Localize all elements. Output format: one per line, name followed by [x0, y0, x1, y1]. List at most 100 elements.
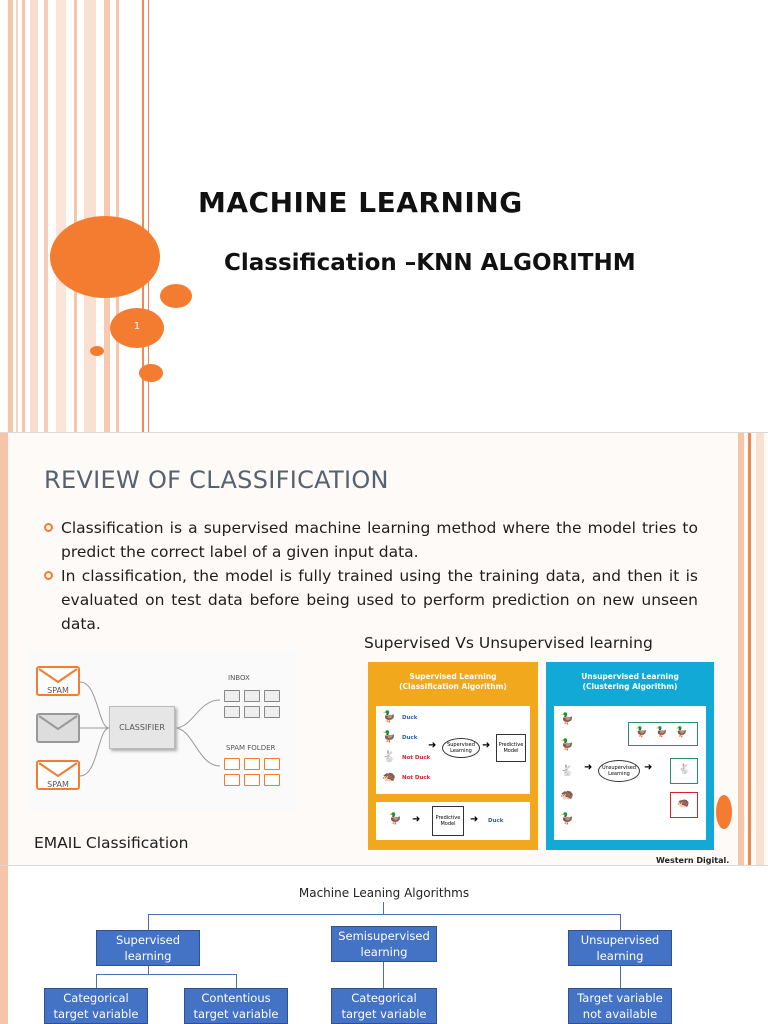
spam-mail-icon	[244, 758, 260, 770]
decor-stripe	[748, 433, 751, 865]
classifier-box: CLASSIFIER	[109, 706, 175, 749]
diagram-connectors	[79, 681, 221, 777]
label-tag: Not Duck	[402, 775, 431, 781]
supervised-training-box: 🦆 Duck 🦆 Duck 🐇 Not Duck 🦔 Not Duck ➜ Su…	[376, 706, 530, 794]
arrow-right-icon: ➜	[482, 740, 491, 751]
panel-title-line: (Classification Algorithm)	[399, 682, 507, 691]
decor-stripe	[16, 0, 18, 432]
tree-node-contentious: Contentious target variable	[184, 988, 288, 1024]
tree-connector	[148, 914, 149, 930]
tree-node-unsupervised: Unsupervised learning	[568, 930, 672, 966]
page-number-bubble: 1	[110, 308, 164, 348]
duck-icon: 🦆	[382, 730, 396, 743]
bullet-circle-icon	[44, 523, 53, 532]
duck-icon: 🦆	[655, 727, 668, 738]
panel-title-line: Supervised Learning	[409, 672, 497, 681]
supervised-caption: Supervised Vs Unsupervised learning	[364, 634, 653, 652]
panel-title-line: Unsupervised Learning	[581, 672, 679, 681]
panel-title-line: (Clustering Algorithm)	[582, 682, 678, 691]
rabbit-icon: 🐇	[560, 764, 574, 777]
hedgehog-icon: 🦔	[382, 770, 396, 783]
supervised-learning-oval: Supervised Learning	[442, 738, 480, 758]
cluster-rabbit-box: 🐇	[670, 758, 698, 784]
inbox-mail-icon	[264, 690, 280, 702]
decor-stripe	[756, 433, 764, 865]
duck-icon: 🦆	[560, 712, 574, 725]
decor-stripe	[738, 433, 744, 865]
decor-stripe	[142, 0, 144, 432]
decor-stripe	[148, 0, 149, 432]
spam-mail-icon	[264, 774, 280, 786]
decor-bubble	[160, 284, 192, 308]
tree-node-categorical: Categorical target variable	[44, 988, 148, 1024]
slide-title: MACHINE LEARNING	[198, 186, 523, 219]
spam-mail-icon	[244, 774, 260, 786]
unsupervised-panel: Unsupervised Learning (Clustering Algori…	[546, 662, 714, 850]
spam-mail-icon	[264, 758, 280, 770]
tree-title: Machine Leaning Algorithms	[298, 886, 470, 900]
inbox-label: INBOX	[228, 674, 250, 682]
inbox-mail-icon	[224, 690, 240, 702]
decor-stripe	[74, 0, 77, 432]
arrow-right-icon: ➜	[428, 740, 437, 751]
arrow-right-icon: ➜	[644, 762, 653, 773]
decor-stripe	[84, 0, 96, 432]
duck-icon: 🦆	[382, 710, 396, 723]
title-slide: 1 MACHINE LEARNING Classification –KNN A…	[0, 0, 768, 432]
inbox-mail-icon	[244, 690, 260, 702]
duck-icon: 🦆	[635, 727, 648, 738]
decor-bubble	[50, 216, 160, 298]
tree-connector	[620, 914, 621, 930]
slide-subtitle: Classification –KNN ALGORITHM	[224, 250, 636, 276]
hedgehog-icon: 🦔	[560, 788, 574, 801]
duck-icon: 🦆	[560, 738, 574, 751]
email-caption: EMAIL Classification	[34, 834, 189, 852]
page-number: 1	[133, 321, 141, 332]
rabbit-icon: 🐇	[382, 750, 396, 763]
tree-connector	[383, 962, 384, 988]
label-tag: Not Duck	[402, 755, 431, 761]
bullet-list: Classification is a supervised machine l…	[44, 516, 698, 636]
inbox-mail-icon	[244, 706, 260, 718]
spam-envelope-icon	[36, 666, 80, 696]
tree-node-not-available: Target variable not available	[568, 988, 672, 1024]
label-tag: Duck	[402, 735, 418, 741]
bullet-item: In classification, the model is fully tr…	[44, 564, 698, 636]
bullet-text: In classification, the model is fully tr…	[61, 567, 698, 633]
decor-stripe	[44, 0, 48, 432]
decor-bubble	[139, 364, 163, 382]
duck-icon: 🦆	[560, 812, 574, 825]
email-classification-diagram: SPAM SPAM CLASSIFIER INBOX SPAM FOLDER	[28, 650, 296, 810]
arrow-right-icon: ➜	[412, 814, 421, 825]
supervised-panel: Supervised Learning (Classification Algo…	[368, 662, 538, 850]
duck-icon: 🦆	[675, 727, 688, 738]
decor-stripe	[56, 0, 66, 432]
section-title: REVIEW OF CLASSIFICATION	[44, 466, 389, 494]
cluster-ducks-box: 🦆 🦆 🦆	[628, 722, 698, 746]
cluster-hedgehog-box: 🦔	[670, 792, 698, 818]
predictive-model-box: Predictive Model	[496, 734, 526, 762]
duck-icon: 🦆	[388, 812, 402, 825]
decor-stripe	[8, 0, 13, 432]
tree-connector	[148, 966, 149, 974]
decor-bubble	[716, 795, 732, 829]
supervised-prediction-box: 🦆 ➜ Predictive Model ➜ Duck	[376, 802, 530, 840]
inbox-mail-icon	[224, 706, 240, 718]
email-envelope-icon	[36, 713, 80, 743]
tree-connector	[620, 966, 621, 988]
unsupervised-learning-oval: Unsupervised Learning	[598, 760, 640, 782]
supervised-panel-title: Supervised Learning (Classification Algo…	[368, 672, 538, 692]
arrow-right-icon: ➜	[470, 814, 479, 825]
rabbit-icon: 🐇	[678, 764, 691, 775]
spam-label: SPAM	[47, 686, 69, 695]
spam-folder-label: SPAM FOLDER	[226, 744, 276, 752]
decor-stripe	[22, 0, 25, 432]
decor-stripe	[116, 0, 119, 432]
label-tag: Duck	[402, 715, 418, 721]
unsupervised-panel-title: Unsupervised Learning (Clustering Algori…	[546, 672, 714, 692]
result-tag: Duck	[488, 818, 504, 824]
decor-stripe	[30, 0, 38, 432]
spam-mail-icon	[224, 758, 240, 770]
tree-connector	[236, 974, 237, 988]
decor-stripe	[0, 433, 8, 865]
